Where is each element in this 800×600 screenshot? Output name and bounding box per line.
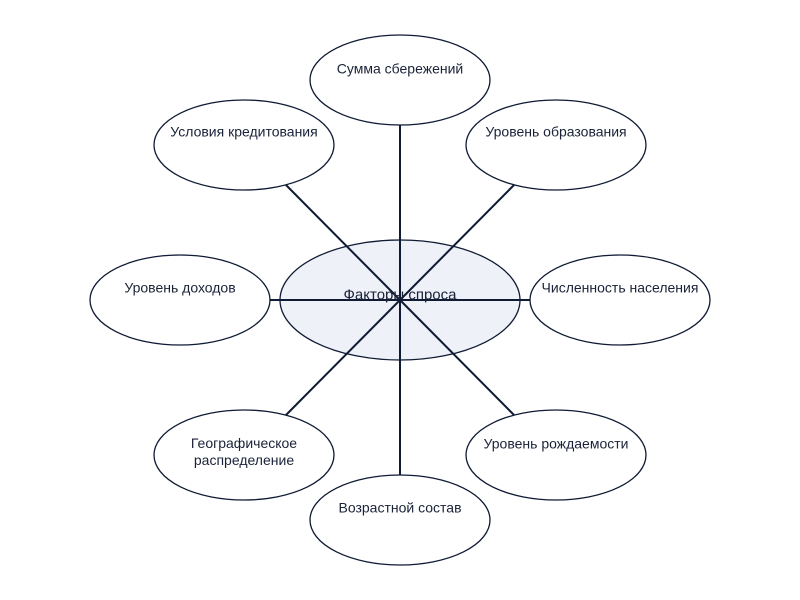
connector-credit [285,184,401,301]
connector-birthrate [399,299,515,416]
node-ellipse-geography [153,409,335,501]
node-ellipse-birthrate [465,409,647,501]
node-ellipse-credit [153,99,335,191]
node-ellipse-savings [309,34,491,126]
node-ellipse-population [529,254,711,346]
node-ellipse-income [89,254,271,346]
node-ellipse-age [309,474,491,566]
connector-geography [285,299,401,416]
node-ellipse-education [465,99,647,191]
connector-education [399,184,515,301]
